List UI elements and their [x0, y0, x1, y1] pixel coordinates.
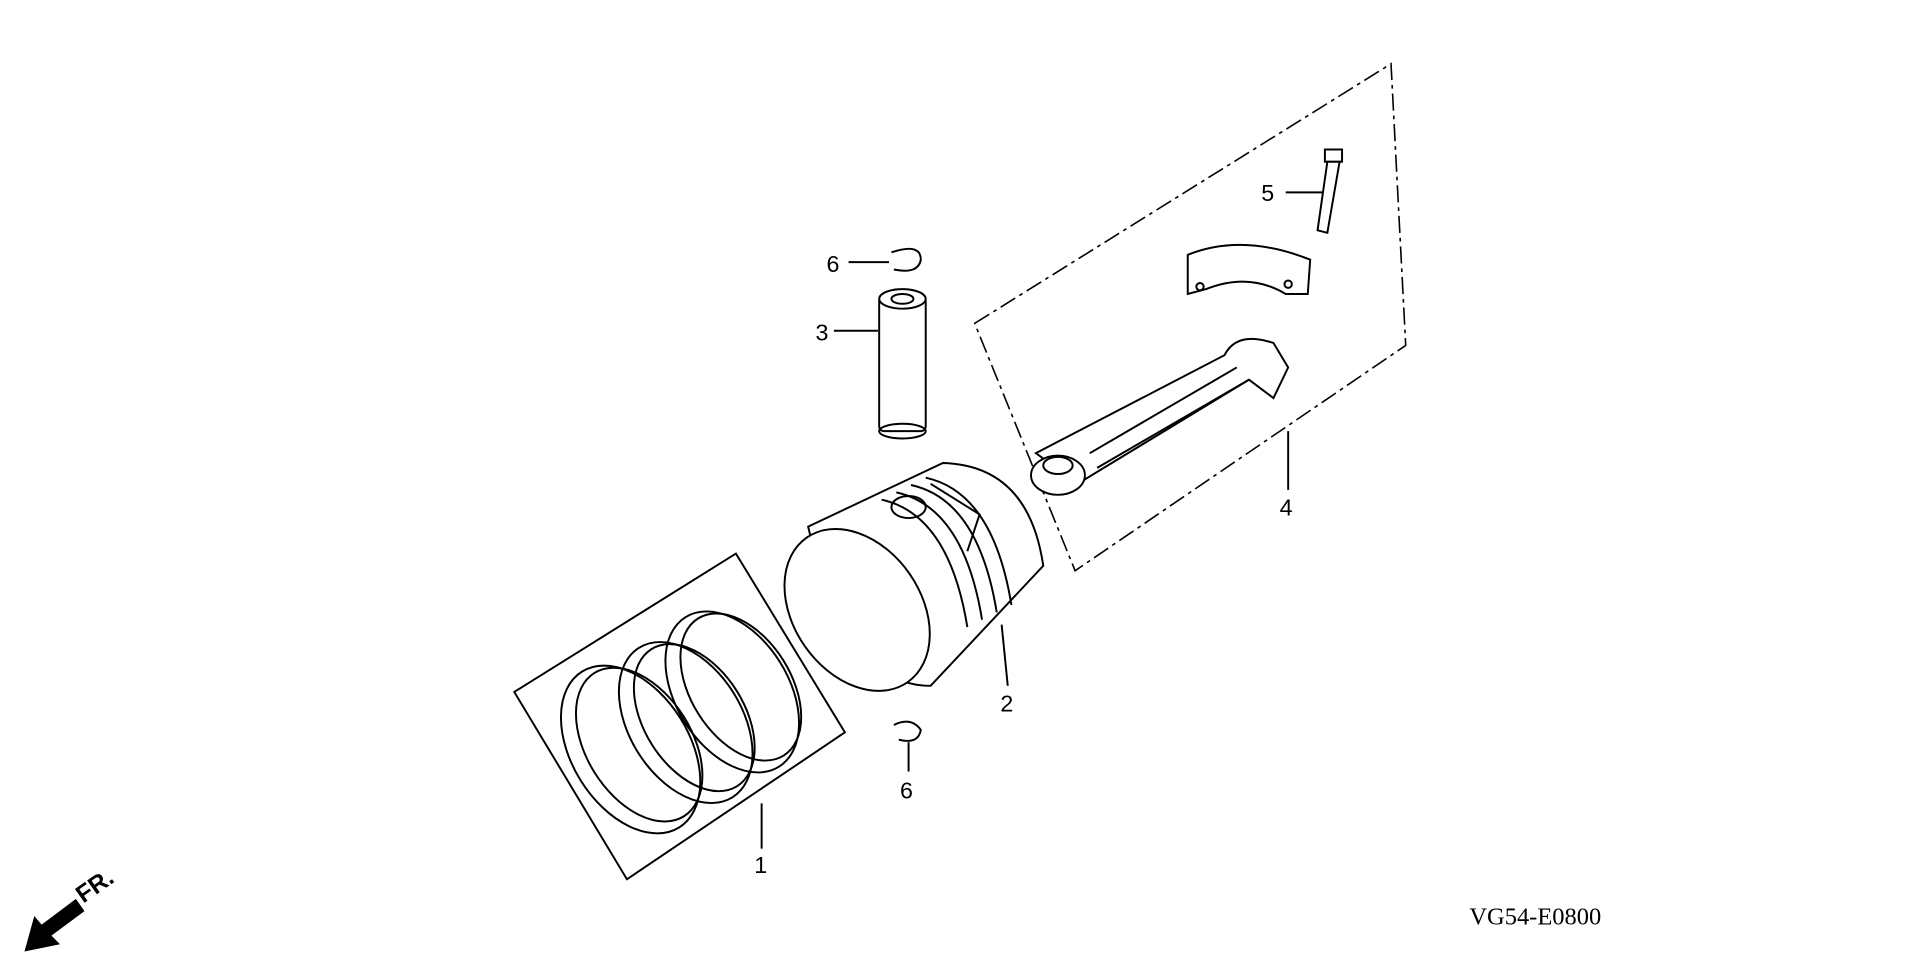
diagram-code: VG54-E0800 [1469, 904, 1601, 931]
connecting-rod-assembly[interactable] [973, 62, 1407, 572]
callout-2[interactable]: 2 [1000, 691, 1013, 717]
callout-6-bottom[interactable]: 6 [900, 777, 913, 803]
connecting-rod-bolt[interactable] [1316, 148, 1344, 234]
piston-ring-set[interactable] [512, 552, 847, 881]
callout-4[interactable]: 4 [1280, 495, 1293, 521]
callout-6-top[interactable]: 6 [827, 251, 840, 277]
piston-pin[interactable] [878, 288, 927, 440]
piston-pin-clip-top[interactable] [891, 247, 922, 272]
piston[interactable] [754, 461, 1045, 719]
callout-3[interactable]: 3 [816, 320, 829, 346]
piston-pin-clip-bottom[interactable] [893, 720, 922, 742]
callout-5[interactable]: 5 [1261, 180, 1274, 206]
front-direction-arrow-icon: FR. [24, 864, 119, 952]
callout-1[interactable]: 1 [754, 852, 767, 878]
front-label: FR. [71, 864, 119, 909]
